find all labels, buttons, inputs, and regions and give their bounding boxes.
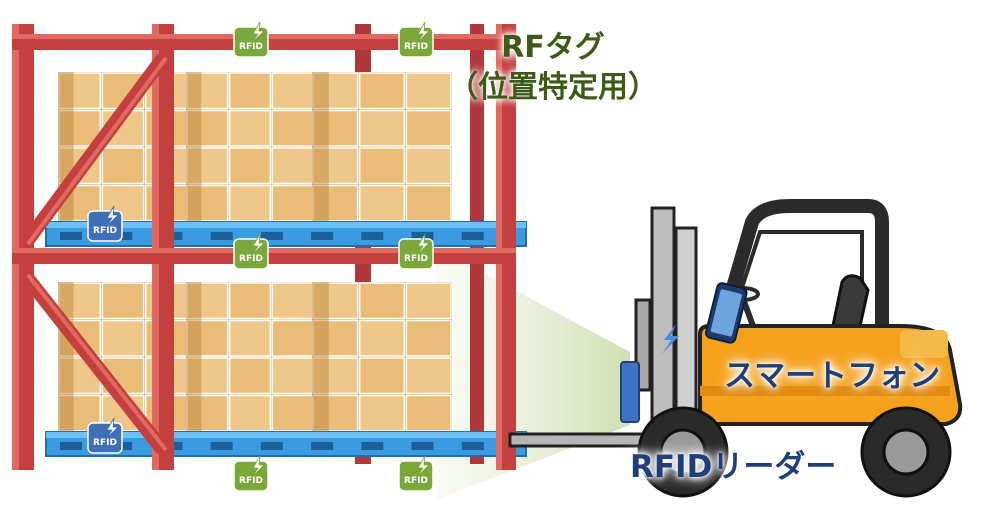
cargo-box	[186, 72, 229, 110]
pallet	[45, 431, 527, 457]
pallets	[45, 221, 527, 457]
cargo-box	[312, 357, 359, 395]
rfid-tags: RFID RFID RFID RFID RFID RFID RFID RFID	[87, 21, 434, 492]
cargo-box	[312, 319, 359, 357]
rfid-tag-text: RFID	[239, 476, 263, 486]
cargo-box	[358, 72, 406, 110]
cargo-box	[101, 282, 145, 320]
rfid-tag-text: RFID	[239, 254, 263, 264]
cargo-box	[405, 72, 452, 110]
cargo-box	[271, 394, 314, 432]
cargo-box	[312, 282, 359, 320]
location-rfid-tag: RFID	[398, 455, 434, 492]
cargo-box	[358, 319, 406, 357]
box-stack	[186, 72, 314, 222]
cargo-box	[358, 184, 406, 222]
pallet-rfid-tag: RFID	[87, 205, 123, 242]
cargo-box	[405, 109, 452, 147]
rfid-reader-label: RFIDリーダー	[630, 449, 837, 485]
location-rfid-tag: RFID	[398, 233, 434, 270]
rfid-tag-text: RFID	[404, 476, 428, 486]
cargo-box	[405, 319, 452, 357]
cargo-box	[271, 72, 314, 110]
rfid-tag-text: RFID	[93, 438, 117, 448]
smartphone-device	[705, 282, 748, 344]
lightning-bolt-icon	[105, 417, 119, 440]
cargo-box	[271, 147, 314, 185]
cargo-box	[271, 319, 314, 357]
cargo-box	[186, 147, 229, 185]
cargo-box	[312, 147, 359, 185]
rfid-tag-text: RFID	[404, 254, 428, 264]
rfid-tag-text: RFID	[93, 226, 117, 236]
box-stack	[312, 72, 452, 222]
cargo-box	[312, 109, 359, 147]
lightning-bolt-icon	[251, 21, 265, 44]
cargo-box	[405, 357, 452, 395]
cargo-box	[228, 184, 272, 222]
lightning-bolt-icon	[416, 233, 430, 256]
cargo-box	[405, 282, 452, 320]
cargo-box	[228, 319, 272, 357]
location-rfid-tag: RFID	[233, 455, 269, 492]
lightning-bolt-icon	[251, 233, 265, 256]
lightning-bolt-icon	[105, 205, 119, 228]
rfid-tag-text: RFID	[404, 42, 428, 52]
cargo-box	[228, 357, 272, 395]
cargo-box	[228, 394, 272, 432]
reader-signal-beam	[436, 248, 630, 500]
rf-tag-callout: RFタグ （位置特定用）	[448, 28, 658, 108]
cargo-box	[58, 394, 102, 432]
location-rfid-tag: RFID	[233, 21, 269, 58]
cargo-box	[358, 282, 406, 320]
cargo-box	[186, 282, 229, 320]
location-rfid-tag: RFID	[233, 233, 269, 270]
cargo-box	[405, 184, 452, 222]
lightning-bolt-icon	[416, 21, 430, 44]
cargo-box	[228, 282, 272, 320]
cargo-box	[358, 357, 406, 395]
cargo-box	[101, 147, 145, 185]
cargo-box	[271, 282, 314, 320]
rfid-reader-device	[620, 361, 640, 423]
smartphone-label: スマートフォン	[724, 358, 941, 394]
cargo-box	[58, 72, 102, 110]
cargo-box	[358, 147, 406, 185]
signal-lightning-icon	[662, 324, 679, 354]
forklift	[508, 199, 963, 498]
cargo-box	[312, 72, 359, 110]
cargo-box	[271, 109, 314, 147]
cargo-box	[228, 147, 272, 185]
cargo-box	[101, 319, 145, 357]
cargo-box	[186, 184, 229, 222]
rfid-tag-text: RFID	[239, 42, 263, 52]
cargo-box	[186, 109, 229, 147]
pallet-rfid-tag: RFID	[87, 417, 123, 454]
cargo-box	[271, 184, 314, 222]
forklift-mast	[650, 206, 676, 428]
cargo-box	[186, 357, 229, 395]
cargo-box	[228, 109, 272, 147]
cargo-box	[405, 394, 452, 432]
cargo-box	[58, 282, 102, 320]
cargo-box	[312, 184, 359, 222]
lightning-bolt-icon	[251, 455, 265, 478]
box-stack	[312, 282, 452, 432]
box-stack	[186, 282, 314, 432]
location-rfid-tag: RFID	[398, 21, 434, 58]
cargo-box	[271, 357, 314, 395]
rf-tag-title: RFタグ	[501, 30, 605, 65]
cargo-box	[186, 319, 229, 357]
cargo-box	[405, 147, 452, 185]
cargo-box	[358, 394, 406, 432]
cargo-box	[228, 72, 272, 110]
rf-tag-subtitle: （位置特定用）	[448, 70, 658, 105]
forklift-overhead-guard	[705, 199, 889, 362]
cargo-box	[358, 109, 406, 147]
cargo-box	[312, 394, 359, 432]
lightning-bolt-icon	[416, 455, 430, 478]
